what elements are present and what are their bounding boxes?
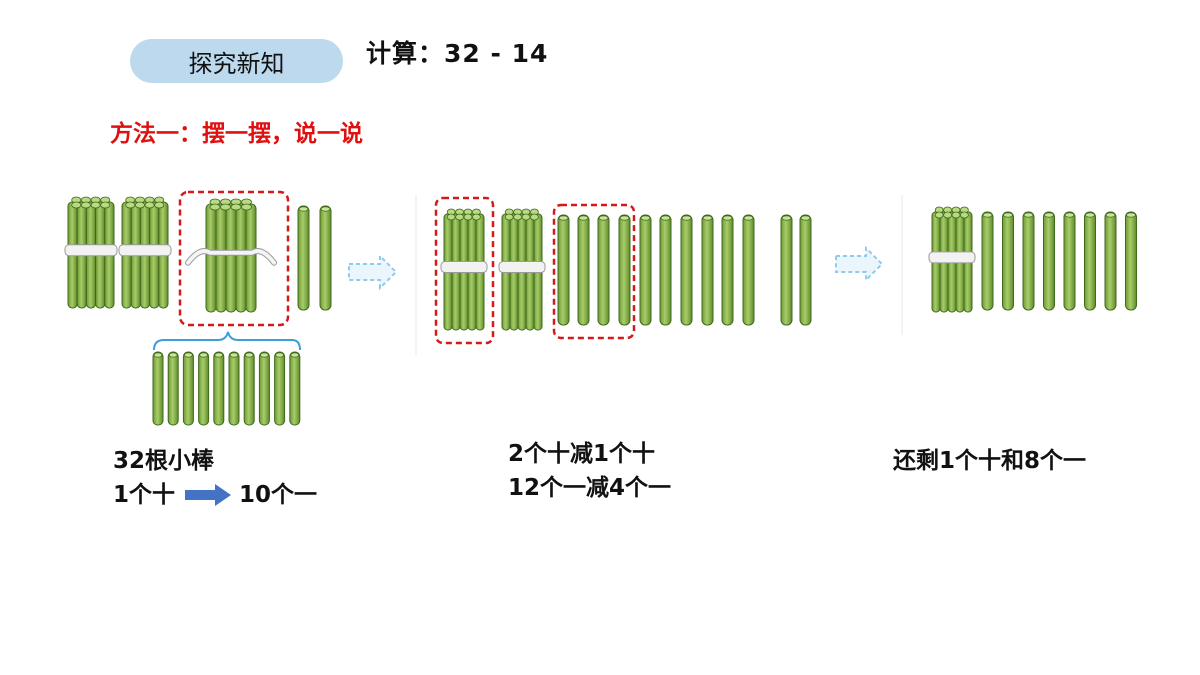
ten-stick-bundle <box>498 208 546 331</box>
caption-line: 32根小棒 <box>113 448 215 474</box>
section-badge-label: 探究新知 <box>188 49 285 78</box>
single-stick <box>981 211 994 311</box>
single-stick <box>557 214 570 326</box>
transition-arrow-icon <box>348 253 398 291</box>
caption-line: 2个十减1个十 <box>508 441 656 467</box>
single-stick <box>577 214 590 326</box>
panel-1-sticks <box>64 196 332 426</box>
single-stick <box>274 351 286 426</box>
single-stick <box>213 351 225 426</box>
method-title: 方法一：摆一摆，说一说 <box>110 120 363 147</box>
ten-stick-bundle <box>64 196 118 309</box>
calc-expression: 32 - 14 <box>444 39 549 68</box>
single-stick <box>780 214 793 326</box>
single-stick <box>243 351 255 426</box>
single-stick <box>1084 211 1096 311</box>
single-stick <box>1002 211 1014 311</box>
caption-line: 1个十 10个一 <box>113 478 317 512</box>
panel-2-sticks <box>440 208 812 331</box>
removed-ten-box <box>434 196 495 345</box>
bundle-highlight-box <box>178 190 290 327</box>
single-stick <box>289 351 301 426</box>
bracket-icon <box>153 331 301 351</box>
single-stick <box>639 214 652 326</box>
single-stick <box>182 351 194 426</box>
transition-arrow-icon <box>835 245 884 283</box>
calc-heading: 计算：32 - 14 <box>366 34 548 70</box>
removed-ones-box <box>552 203 636 340</box>
panel-1-caption: 32根小棒 1个十 10个一 <box>113 444 317 512</box>
panel-3-caption: 还剩1个十和8个一 <box>893 444 1086 478</box>
single-stick <box>1043 211 1055 311</box>
single-stick <box>297 205 310 311</box>
single-stick <box>721 214 734 326</box>
section-badge: 探究新知 <box>130 39 343 83</box>
single-stick <box>198 351 210 426</box>
ten-stick-bundle <box>185 198 277 313</box>
ten-stick-bundle <box>440 208 488 331</box>
ten-stick-bundle <box>118 196 172 309</box>
caption-right: 10个一 <box>239 482 318 508</box>
single-stick <box>167 351 179 426</box>
single-stick <box>1125 211 1137 311</box>
ten-stick-bundle <box>928 206 976 313</box>
calc-label: 计算： <box>366 39 445 68</box>
single-stick <box>680 214 693 326</box>
single-stick <box>228 351 240 426</box>
single-stick <box>152 351 164 426</box>
single-stick <box>597 214 610 326</box>
single-stick <box>1063 211 1076 311</box>
panel-2-caption: 2个十减1个十 12个一减4个一 <box>508 437 671 505</box>
single-stick <box>742 214 755 326</box>
caption-line: 12个一减4个一 <box>508 475 672 501</box>
single-stick <box>258 351 270 426</box>
single-stick <box>319 205 332 311</box>
arrow-right-icon <box>185 484 232 506</box>
caption-left: 1个十 <box>113 482 176 508</box>
single-stick <box>1022 211 1035 311</box>
single-stick <box>1104 211 1117 311</box>
single-stick <box>799 214 812 326</box>
single-stick <box>701 214 714 326</box>
panel-3-sticks <box>928 206 1137 313</box>
single-stick <box>618 214 631 326</box>
single-stick <box>659 214 672 326</box>
caption-line: 还剩1个十和8个一 <box>893 448 1087 474</box>
